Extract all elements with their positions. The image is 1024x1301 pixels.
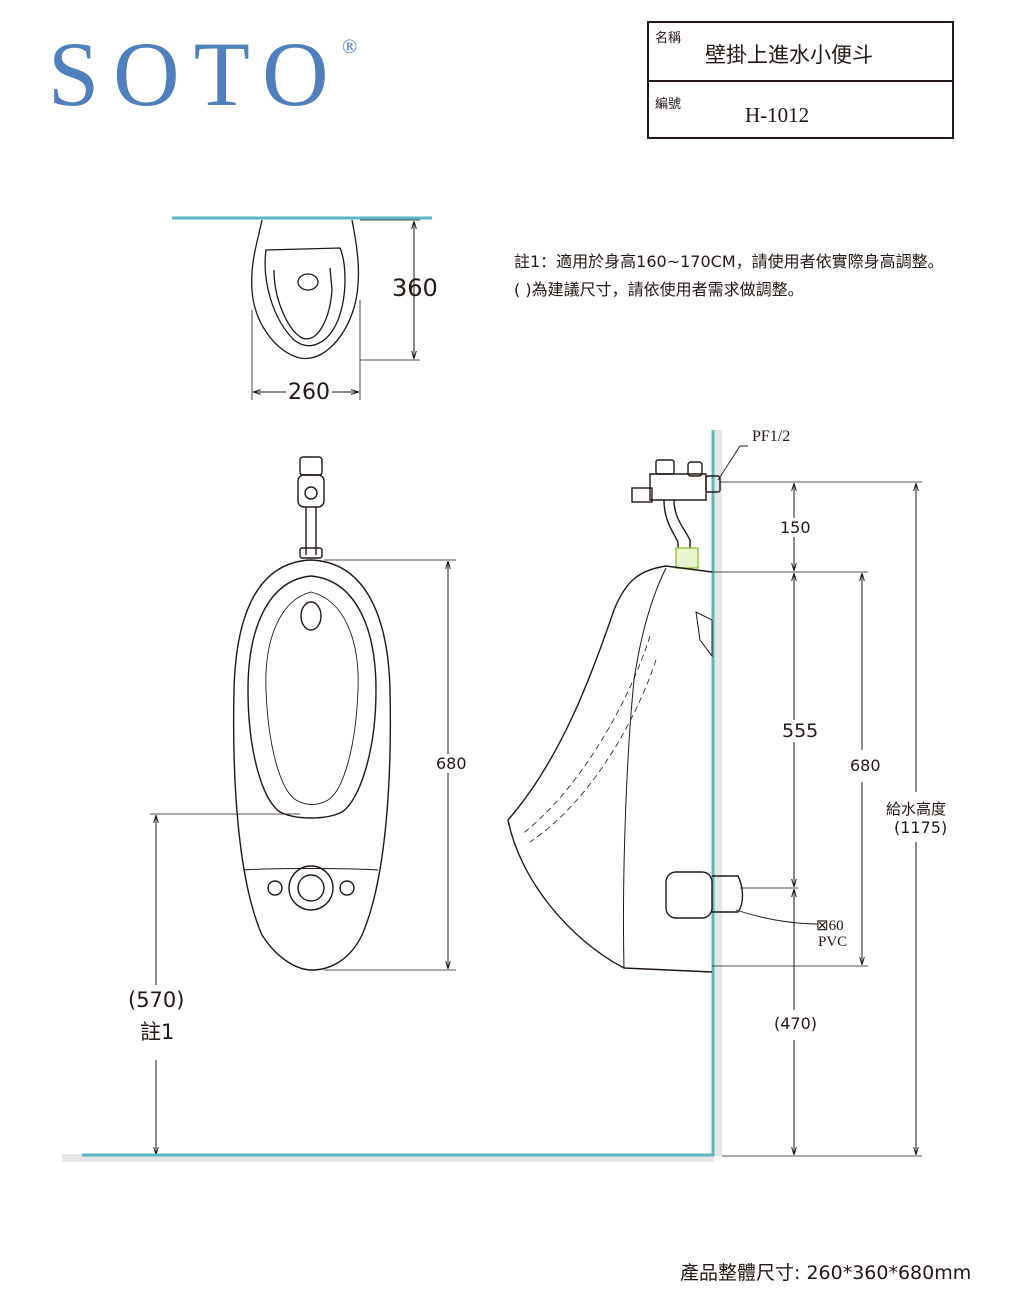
product-name: 壁掛上進水小便斗 (705, 43, 873, 67)
note-2: ( )為建議尺寸，請依使用者需求做調整。 (514, 280, 804, 299)
side-valve-handle (631, 487, 653, 503)
top-view-bowl (264, 247, 346, 347)
wall-hatch (714, 430, 722, 1156)
side-outlet-housing (665, 871, 713, 919)
outlet-height-label: (470) (774, 1014, 818, 1033)
mount-note-label: 註1 (140, 1020, 175, 1044)
pf-leader-line (717, 445, 748, 481)
front-bowl-inner (265, 591, 359, 805)
top-view-inner (273, 267, 333, 340)
depth-dimension: 360 (392, 274, 438, 302)
overall-size: 產品整體尺寸: 260*360*680mm (680, 1262, 972, 1284)
mount-height-label: (570) (128, 988, 185, 1012)
side-outlet-pipe (712, 875, 744, 913)
supply-height-value: (1175) (894, 818, 948, 837)
product-code: H-1012 (745, 103, 810, 127)
registered-mark: ® (342, 36, 358, 58)
side-wall-bracket (695, 611, 713, 658)
front-bowl-outline (247, 575, 377, 819)
drain-material-label: PVC (818, 934, 848, 950)
top-view-outline (251, 219, 360, 360)
supply-height-title: 給水高度 (886, 800, 947, 818)
front-flush-valve (297, 474, 325, 508)
side-height-label: 680 (850, 756, 881, 775)
top-view (172, 216, 432, 400)
front-left-hole (267, 880, 283, 896)
floor-hatch (62, 1154, 714, 1162)
note-1: 註1：適用於身高160~170CM，請使用者依實際身高調整。 (514, 252, 944, 271)
side-flush-valve (649, 473, 707, 501)
title-block-divider (649, 80, 952, 82)
side-wall-connector (705, 475, 721, 493)
valve-to-top-label: 150 (780, 518, 811, 537)
title-block: 名稱 壁掛上進水小便斗 編號 H-1012 (647, 21, 954, 139)
front-valve-port (304, 486, 318, 500)
side-valve-cap (655, 459, 675, 475)
front-spreader-hole (300, 601, 322, 631)
side-spud (675, 547, 699, 569)
front-drain-ring (288, 865, 334, 911)
front-view (150, 456, 456, 1154)
drain-size-label: ⊠60 (816, 918, 844, 934)
front-valve-cap (299, 456, 323, 476)
side-body-outline (507, 565, 713, 973)
top-view-spreader (297, 273, 319, 291)
front-drain (297, 874, 325, 902)
front-right-hole (339, 880, 355, 896)
width-dimension: 260 (286, 380, 332, 405)
name-label: 名稱 (655, 31, 682, 46)
floor-and-wall (62, 430, 722, 1162)
front-height-label: 680 (436, 754, 467, 773)
valve-thread-label: PF1/2 (752, 428, 791, 445)
brand-logo: SOTO (48, 23, 343, 125)
side-supply-pipe (663, 499, 679, 560)
code-label: 編號 (655, 97, 682, 112)
top-to-outlet-label: 555 (782, 720, 819, 742)
front-body-outline (232, 559, 392, 971)
